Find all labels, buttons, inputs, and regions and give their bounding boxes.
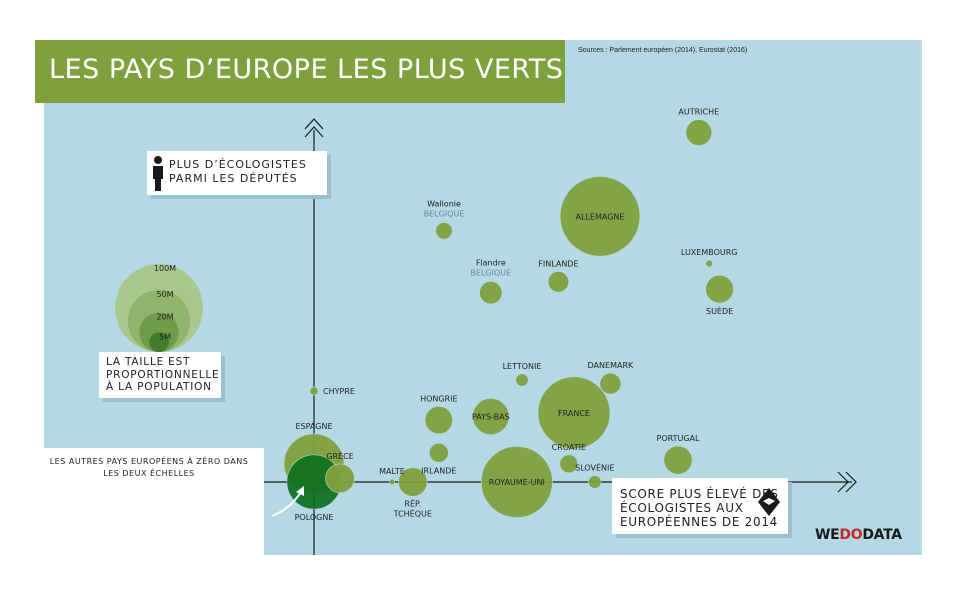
label-danemark: DANEMARK [588,361,634,370]
bubble-finlande [547,271,570,293]
label-r-p-tch-que: RÉP. [404,497,421,508]
bubble-r-p-tch-que [398,467,428,497]
bubble-pays-bas [472,398,510,435]
others-pointer-arrowhead [296,486,304,496]
size-legend-label-5m: 5M [159,332,171,341]
label-france: FRANCE [558,409,590,418]
label-malte: MALTE [379,467,405,476]
bubble-hongrie [424,406,453,435]
label-flandre-sub: BELGIQUE [470,269,511,278]
x-axis-arrow [837,471,849,493]
label-irlande: IRLANDE [421,466,456,475]
ballot-icon [758,488,780,516]
y-axis-label: PLUS D’ÉCOLOGISTES PARMI LES DÉPUTÉS [169,158,307,185]
others-panel: LES AUTRES PAYS EUROPÉENS À ZÉRO DANS LE… [44,448,264,555]
label-lettonie: LETTONIE [503,362,542,371]
label-allemagne: ALLEMAGNE [576,212,625,221]
label-pologne: POLOGNE [295,513,334,522]
label-luxembourg: LUXEMBOURG [681,248,738,257]
size-legend-box: LA TAILLE EST PROPORTIONNELLE À LA POPUL… [99,352,221,398]
label-royaume-uni: ROYAUME-UNI [489,478,545,487]
label-croatie: CROATIE [552,443,586,452]
size-legend-label-100m: 100M [154,264,176,273]
label-autriche: AUTRICHE [678,108,719,117]
x-axis-label-box: SCORE PLUS ÉLEVÉ DES ÉCOLOGISTES AUX EUR… [612,478,788,534]
bubble-danemark [599,372,622,395]
bubble-croatie [559,454,579,474]
bubble-malte [388,478,396,486]
label-hongrie: HONGRIE [420,394,457,403]
y-axis-label-box: PLUS D’ÉCOLOGISTES PARMI LES DÉPUTÉS [147,151,327,195]
bubble-gr-ce [325,463,355,494]
bubble-france [537,376,611,450]
bubble-wallonie [435,222,453,240]
wedodata-logo: WEDODATA [815,527,902,543]
bubble-luxembourg [705,259,713,268]
others-panel-title: LES AUTRES PAYS EUROPÉENS À ZÉRO DANS LE… [49,457,249,478]
person-icon [153,156,163,191]
bubble-lettonie [515,373,529,387]
bubble-allemagne [559,176,641,257]
label-finlande: FINLANDE [538,259,578,268]
title-bar: LES PAYS D’EUROPE LES PLUS VERTS [35,40,565,103]
logo-part-1: WE [815,527,840,543]
bubble-chypre [309,386,319,396]
label-chypre: CHYPRE [323,387,355,396]
bubble-flandre [479,281,503,305]
bubble-portugal [663,445,693,475]
size-legend-label-50m: 50M [156,290,173,299]
label-espagne: ESPAGNE [295,422,332,431]
label-su-de: SUÈDE [706,305,733,316]
page-title: LES PAYS D’EUROPE LES PLUS VERTS [49,54,564,85]
y-axis-arrow-2 [304,126,324,138]
label-flandre: Flandre [476,259,506,268]
label-pays-bas: PAYS-BAS [472,412,510,421]
bubble-royaume-uni [480,446,553,518]
sources-note: Sources : Parlement européen (2014), Eur… [578,47,748,54]
x-axis-label: SCORE PLUS ÉLEVÉ DES ÉCOLOGISTES AUX EUR… [620,487,779,529]
size-legend-caption: LA TAILLE EST PROPORTIONNELLE À LA POPUL… [106,356,220,393]
label-portugal: PORTUGAL [657,434,701,443]
label-slov-nie: SLOVÉNIE [575,462,614,473]
label-wallonie: Wallonie [427,199,461,208]
bubble-irlande [428,443,449,463]
label-r-p-tch-que-2: TCHÈQUE [393,507,432,518]
logo-part-3: DATA [862,527,902,543]
bubble-su-de [705,274,734,304]
bubble-slov-nie [588,475,602,489]
x-axis-arrow-2 [845,471,857,493]
bubble-autriche [685,119,713,146]
logo-part-2: DO [839,527,863,543]
label-wallonie-sub: BELGIQUE [424,209,465,218]
label-gr-ce: GRÈCE [326,450,353,461]
y-axis-arrow [304,118,324,130]
size-legend-label-20m: 20M [156,313,173,322]
size-legend-circle-5m [149,332,169,353]
